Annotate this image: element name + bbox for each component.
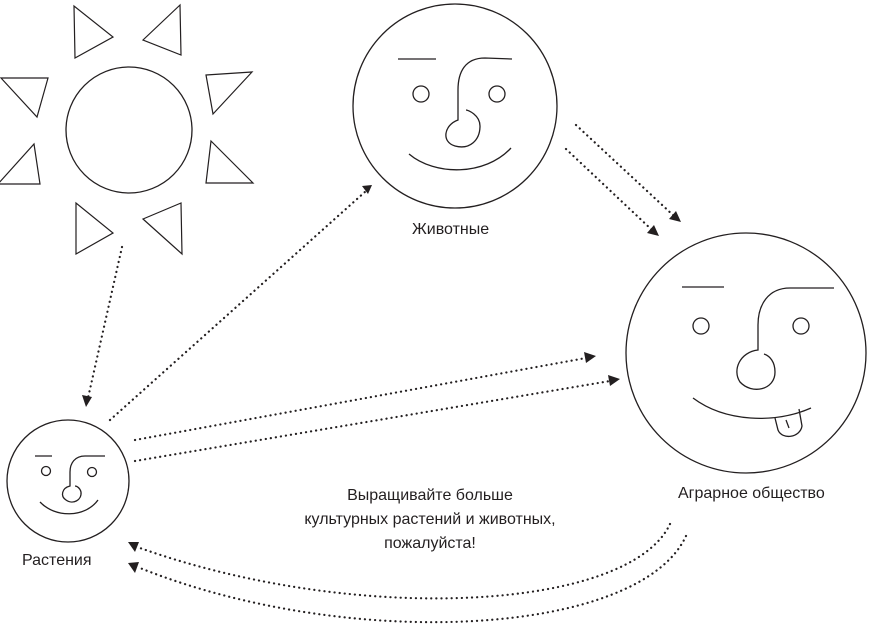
nose [445, 57, 513, 148]
sun-ray [141, 3, 182, 56]
eye [86, 466, 98, 478]
request-caption-line: пожалуйста! [384, 535, 476, 552]
eye [412, 85, 430, 103]
sun-ray [0, 77, 49, 119]
arrowhead [669, 211, 681, 222]
arrow-society-to-plants [138, 534, 688, 624]
request-caption-line: культурных растений и животных, [304, 511, 556, 528]
arrowhead [362, 185, 372, 194]
arrowhead [608, 375, 620, 386]
eye [692, 317, 710, 335]
arrow-sun-to-plants [86, 245, 124, 400]
eye [792, 317, 810, 335]
arrows [82, 123, 688, 624]
sun-ray [75, 201, 115, 256]
sun-ray [73, 4, 115, 60]
sun-icon [0, 3, 255, 256]
tongue [774, 408, 803, 437]
society-face-icon [625, 232, 867, 474]
plants-label: Растения [22, 552, 92, 569]
mouth [408, 147, 512, 171]
nose [736, 287, 834, 390]
request-caption: Выращивайте больше культурных растений и… [270, 484, 590, 556]
arrow-animals-to-society [574, 123, 676, 218]
mouth [39, 499, 99, 515]
arrowhead [584, 352, 596, 363]
arrow-society-to-plants [138, 522, 672, 600]
eye [488, 85, 506, 103]
plants-face-icon [6, 419, 130, 543]
mouth [692, 397, 812, 419]
arrowhead [128, 542, 139, 552]
arrowhead [647, 225, 659, 236]
arrow-plants-to-society [133, 379, 612, 463]
sun-ray [205, 139, 255, 184]
arrow-animals-to-society [564, 147, 654, 232]
sun-ray [205, 71, 254, 116]
request-caption-line: Выращивайте больше [347, 487, 513, 504]
animals-label: Животные [412, 221, 490, 238]
arrow-plants-to-society [133, 356, 588, 442]
sun-ray [141, 202, 183, 256]
animals-face-icon [352, 3, 558, 209]
agrarian-society-label: Аграрное общество [678, 485, 825, 502]
arrowhead [128, 562, 139, 573]
nose [61, 455, 105, 503]
sun-ray [0, 142, 41, 185]
tongue-line [785, 419, 790, 429]
eye [40, 465, 52, 477]
arrowhead [82, 395, 92, 407]
arrow-plants-to-animals [108, 189, 368, 422]
